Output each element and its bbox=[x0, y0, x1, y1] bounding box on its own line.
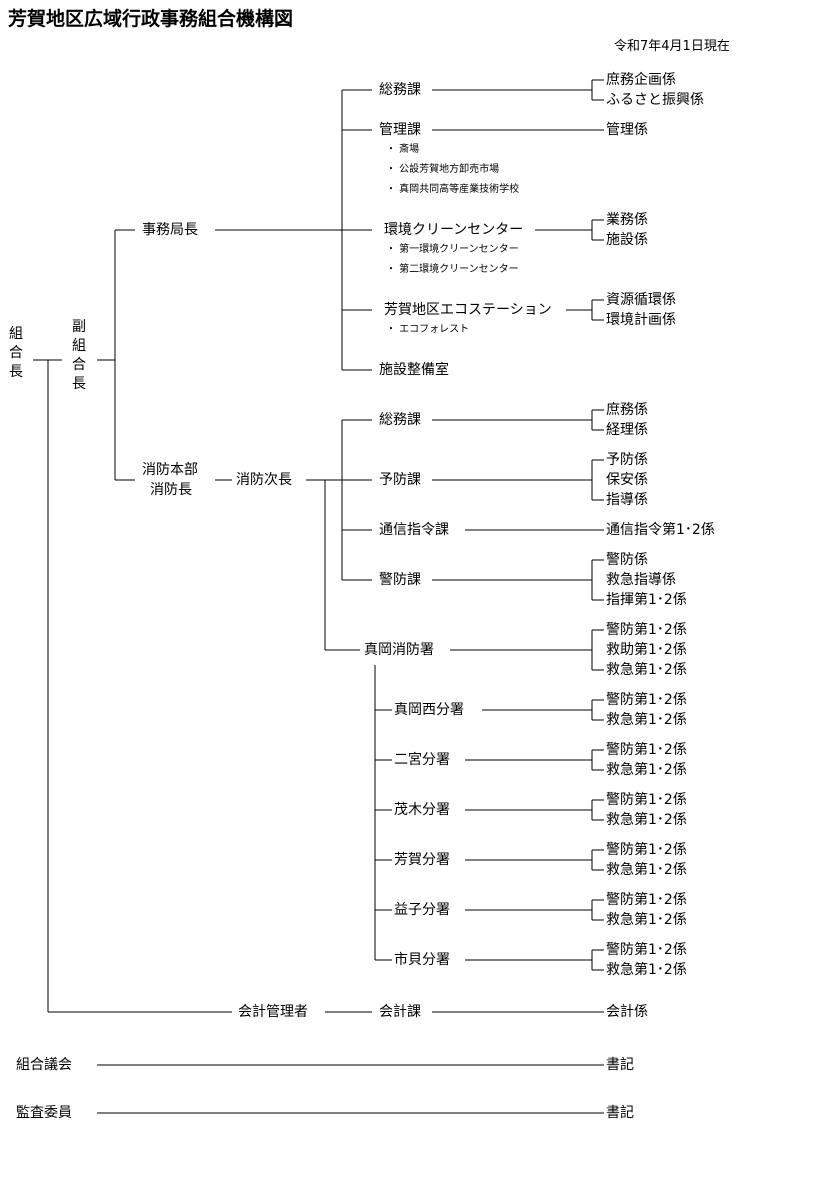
section: 警防第1･2係 bbox=[606, 942, 687, 958]
section: 警防第1･2係 bbox=[606, 892, 687, 908]
section: 警防第1･2係 bbox=[606, 842, 687, 858]
section: 保安係 bbox=[606, 472, 648, 488]
facility: ・ 斎場 bbox=[386, 144, 420, 155]
section: 庶務係 bbox=[606, 402, 648, 418]
section: 通信指令第1･2係 bbox=[606, 522, 715, 538]
branch-office: 茂木分署 bbox=[394, 802, 450, 818]
section: 施設係 bbox=[606, 232, 648, 248]
branch-office: 市貝分署 bbox=[394, 952, 450, 968]
section: 環境計画係 bbox=[606, 312, 676, 328]
section: 警防第1･2係 bbox=[606, 692, 687, 708]
accounting-dept: 会計課 bbox=[379, 1004, 421, 1020]
section: 救助第1･2係 bbox=[606, 642, 687, 658]
fire-dept-defense: 警防課 bbox=[379, 572, 421, 588]
section: 指揮第1･2係 bbox=[606, 592, 687, 608]
fire-dept-prevention: 予防課 bbox=[379, 472, 421, 488]
section: 業務係 bbox=[606, 212, 648, 228]
deputy-fire-chief: 消防次長 bbox=[236, 472, 292, 488]
audit-committee: 監査委員 bbox=[16, 1105, 72, 1121]
vice-union-head: 副組合長 bbox=[72, 319, 86, 392]
section: ふるさと振興係 bbox=[606, 92, 704, 108]
section: 救急第1･2係 bbox=[606, 912, 687, 928]
dept-clean-center: 環境クリーンセンター bbox=[384, 222, 524, 238]
branch-office: 芳賀分署 bbox=[394, 852, 450, 868]
facility: ・ 真岡共同高等産業技術学校 bbox=[386, 184, 520, 195]
section: 管理係 bbox=[606, 122, 648, 138]
section: 書記 bbox=[606, 1057, 634, 1073]
section: 救急指導係 bbox=[606, 572, 676, 588]
union-head: 組合長 bbox=[9, 326, 23, 380]
dept-facility-maintenance: 施設整備室 bbox=[379, 362, 449, 378]
as-of-date: 令和7年4月1日現在 bbox=[614, 39, 730, 54]
section: 警防第1･2係 bbox=[606, 742, 687, 758]
section: 庶務企画係 bbox=[606, 72, 676, 88]
section: 予防係 bbox=[606, 452, 648, 468]
facility: ・ 公設芳賀地方卸売市場 bbox=[386, 164, 500, 175]
section: 会計係 bbox=[606, 1004, 648, 1020]
secretariat-head: 事務局長 bbox=[142, 222, 198, 238]
section: 救急第1･2係 bbox=[606, 762, 687, 778]
facility: ・ 第二環境クリーンセンター bbox=[386, 264, 519, 275]
section: 救急第1･2係 bbox=[606, 712, 687, 728]
fire-chief: 消防長 bbox=[150, 482, 192, 498]
section: 警防第1･2係 bbox=[606, 622, 687, 638]
section: 救急第1･2係 bbox=[606, 862, 687, 878]
section: 警防第1･2係 bbox=[606, 792, 687, 808]
accounting-manager: 会計管理者 bbox=[238, 1004, 308, 1020]
section: 救急第1･2係 bbox=[606, 812, 687, 828]
facility: ・ 第一環境クリーンセンター bbox=[386, 244, 519, 255]
union-assembly: 組合議会 bbox=[16, 1057, 72, 1073]
dept-general-affairs: 総務課 bbox=[379, 82, 421, 98]
fire-dept-general: 総務課 bbox=[379, 412, 421, 428]
section: 書記 bbox=[606, 1105, 634, 1121]
section: 資源循環係 bbox=[606, 292, 676, 308]
section: 警防係 bbox=[606, 552, 648, 568]
section: 経理係 bbox=[606, 422, 648, 438]
dept-eco-station: 芳賀地区エコステーション bbox=[384, 302, 552, 318]
dept-management: 管理課 bbox=[379, 122, 421, 138]
fire-dept-dispatch: 通信指令課 bbox=[379, 522, 449, 538]
facility: ・ エコフォレスト bbox=[386, 324, 470, 335]
page-title: 芳賀地区広域行政事務組合機構図 bbox=[8, 8, 294, 30]
section: 救急第1･2係 bbox=[606, 962, 687, 978]
moka-fire-station: 真岡消防署 bbox=[364, 642, 434, 658]
branch-office: 二宮分署 bbox=[394, 752, 450, 768]
branch-office: 益子分署 bbox=[394, 902, 450, 918]
section: 救急第1･2係 bbox=[606, 662, 687, 678]
branch-office: 真岡西分署 bbox=[394, 702, 464, 718]
fire-hq: 消防本部 bbox=[142, 462, 198, 478]
section: 指導係 bbox=[606, 492, 648, 508]
